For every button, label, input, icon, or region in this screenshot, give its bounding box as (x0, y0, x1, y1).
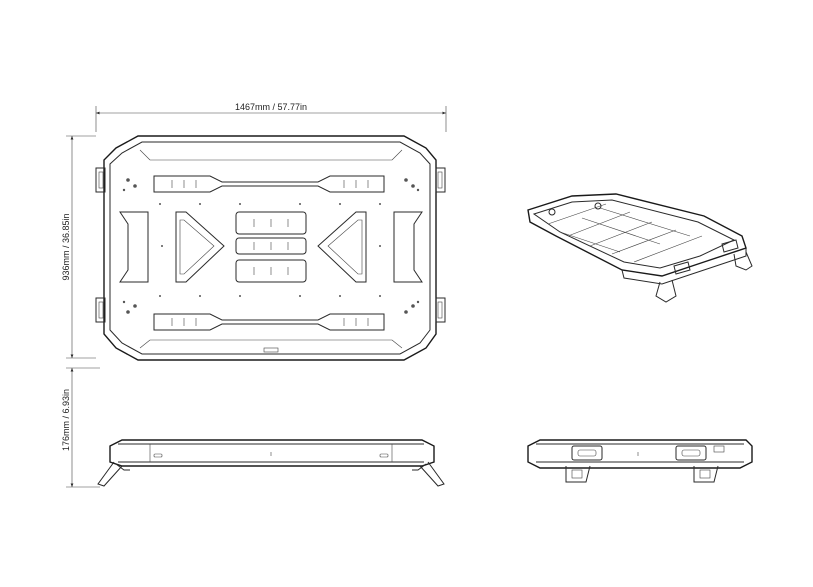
side-bracket-left (119, 211, 149, 283)
clamp-left-lower (95, 297, 106, 323)
width-dimension: 1467mm / 57.77in (95, 102, 447, 132)
side-view (97, 439, 445, 487)
isometric-view (527, 193, 753, 303)
top-view (95, 135, 446, 361)
height-label: 176mm / 6.93in (61, 389, 71, 451)
front-clamp-right (693, 465, 719, 483)
triangle-cutout-right (317, 211, 367, 283)
iso-clamp-front (655, 279, 677, 303)
crossbar-bottom (153, 313, 385, 331)
clamp-left-upper (95, 167, 106, 193)
depth-label: 936mm / 36.85in (61, 213, 71, 280)
center-slots (235, 211, 307, 283)
side-leg-right (419, 461, 445, 487)
front-clamp-left (565, 465, 591, 483)
triangle-cutout-left (175, 211, 225, 283)
iso-clamp-right (733, 251, 753, 271)
width-label: 1467mm / 57.77in (235, 102, 307, 112)
bolt-holes (122, 178, 420, 314)
depth-dimension: 936mm / 36.85in (61, 135, 96, 359)
clamp-right-lower (435, 297, 446, 323)
crossbar-top (153, 175, 385, 193)
clamp-right-upper (435, 167, 446, 193)
side-bracket-right (393, 211, 423, 283)
side-leg-left (97, 461, 123, 487)
height-dimension: 176mm / 6.93in (61, 367, 100, 488)
front-view (527, 439, 753, 483)
